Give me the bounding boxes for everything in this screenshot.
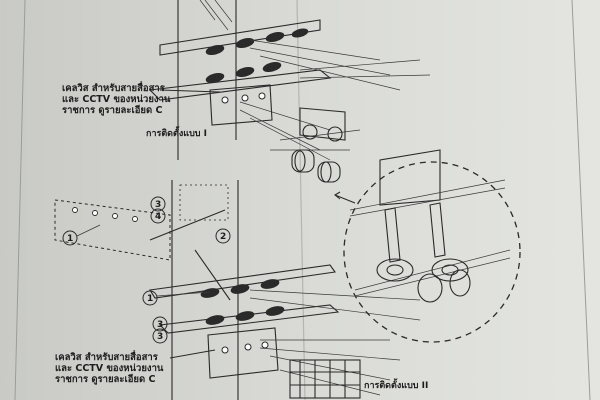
pole-top	[177, 0, 237, 160]
pole-bottom-hatch	[179, 184, 229, 221]
detail-spools	[376, 258, 471, 303]
callout-top-line1: เคลวิส สำหรับสายสื่อสาร	[62, 80, 166, 94]
callout-bottom-line3: ราชการ ดูรายละเอียด C	[55, 373, 155, 386]
page-border-left	[14, 0, 26, 400]
detail-wires	[349, 179, 511, 297]
balloon-2: 2	[215, 228, 231, 244]
bottom-cables	[249, 289, 421, 396]
brace-rod	[149, 209, 231, 301]
callout-top-leader	[159, 89, 221, 93]
svg-text:2: 2	[220, 232, 226, 242]
top-assembly: เคลวิส สำหรับสายสื่อสาร และ CCTV ของหน่ว…	[62, 0, 431, 183]
detail-clevis	[384, 202, 446, 263]
bottom-clevis-grid	[289, 359, 361, 399]
caption-bottom: การติดตั้งแบบ II	[364, 378, 428, 391]
svg-text:3: 3	[155, 200, 161, 210]
balloon-4: 4	[150, 208, 166, 224]
top-cables	[239, 39, 431, 161]
balloon-1b: 1	[142, 290, 211, 306]
svg-text:3: 3	[157, 332, 163, 342]
page-border-right	[571, 0, 591, 400]
balloon-3c: 3	[152, 328, 168, 344]
callout-bottom-leader	[169, 349, 216, 359]
callout-bottom-line2: และ CCTV ของหน่วยงาน	[55, 363, 164, 374]
detail-dashed-circle	[343, 161, 521, 343]
bottom-bracket-plate	[207, 327, 279, 379]
top-bracket-plate	[209, 84, 273, 126]
pole-top-bolts	[199, 0, 233, 31]
balloon-1a: 1	[62, 224, 101, 246]
top-crossarm-lower	[148, 69, 332, 101]
top-clevis-hardware	[291, 107, 346, 183]
detail-magnified	[334, 149, 521, 343]
svg-text:1: 1	[67, 234, 73, 244]
top-crossarm-upper	[159, 19, 321, 56]
bottom-assembly: 1 2 3 4 1 3 3 เคลวิส สำหรับสายสื่อสาร	[54, 180, 428, 400]
svg-text:1: 1	[147, 294, 153, 304]
balloon-3a: 3	[150, 196, 166, 212]
bottom-crossarm-upper	[149, 264, 336, 299]
paper-fold	[296, 0, 306, 400]
detail-arrow	[334, 191, 356, 204]
caption-top: การติดตั้งแบบ I	[146, 126, 207, 139]
balloon-3b: 3	[152, 316, 168, 332]
callout-top-line3: ราชการ ดูรายละเอียด C	[62, 104, 162, 117]
svg-text:4: 4	[155, 212, 161, 222]
callout-bottom-line1: เคลวิส สำหรับสายสื่อสาร	[55, 349, 159, 363]
svg-text:3: 3	[157, 320, 163, 330]
callout-top-line2: และ CCTV ของหน่วยงาน	[62, 94, 171, 105]
